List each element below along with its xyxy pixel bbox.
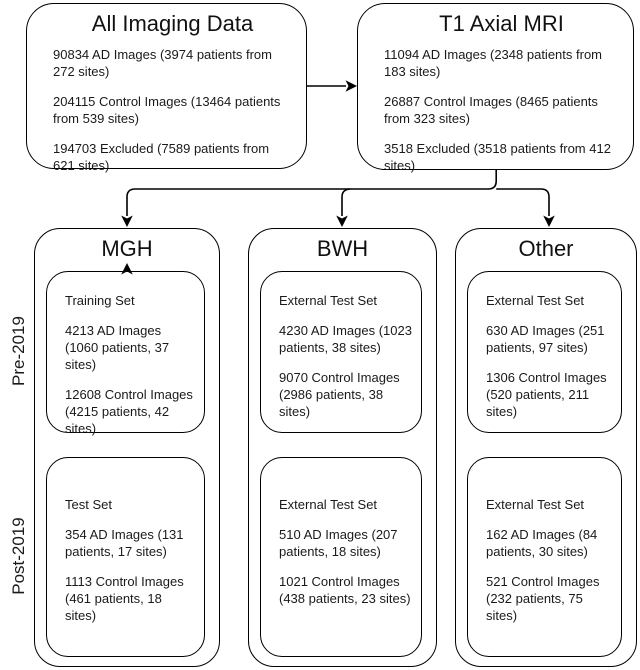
arrowhead-down-mgh-icon xyxy=(121,215,133,227)
arrowhead-down-other-icon xyxy=(543,215,555,227)
arrowhead-down-bwh-icon xyxy=(336,215,348,227)
arrow-t1-drop-to-mgh-line xyxy=(126,169,497,216)
stat-line: 1306 Control Images (520 patients, 211 s… xyxy=(486,370,607,419)
row-label-pre-2019: Pre-2019 xyxy=(9,316,28,386)
box-all-imaging-data: All Imaging Data 90834 AD Images (3974 p… xyxy=(26,3,307,173)
stat-line: 11094 AD Images (2348 patients from 183 … xyxy=(384,47,602,79)
set-label: External Test Set xyxy=(279,497,378,512)
stat-line: 4230 AD Images (1023 patients, 38 sites) xyxy=(279,323,412,355)
stat-line: 510 AD Images (207 patients, 18 sites) xyxy=(279,527,398,559)
column-bwh: BWH External Test Set 4230 AD Images (10… xyxy=(248,228,437,667)
stat-line: 162 AD Images (84 patients, 30 sites) xyxy=(486,527,598,559)
arrowhead-right-icon xyxy=(345,80,357,92)
box-other-external-test-set-pre: External Test Set 630 AD Images (251 pat… xyxy=(467,271,622,433)
stat-line: 1021 Control Images (438 patients, 23 si… xyxy=(279,574,411,606)
box-title-t1-axial-mri: T1 Axial MRI xyxy=(439,11,564,36)
stat-line: 9070 Control Images (2986 patients, 38 s… xyxy=(279,370,400,419)
column-other: Other External Test Set 630 AD Images (2… xyxy=(455,228,637,667)
stat-line: 4213 AD Images (1060 patients, 37 sites) xyxy=(65,323,170,372)
stat-line: 194703 Excluded (7589 patients from 621 … xyxy=(53,141,270,173)
stat-line: 12608 Control Images (4215 patients, 42 … xyxy=(65,387,193,436)
box-mgh-test-set: Test Set 354 AD Images (131 patients, 17… xyxy=(46,457,205,657)
arrow-t1-drop-to-other-line xyxy=(496,188,550,216)
stat-line: 90834 AD Images (3974 patients from 272 … xyxy=(53,47,272,79)
stat-line: 26887 Control Images (8465 patients from… xyxy=(384,94,598,126)
stat-line: 630 AD Images (251 patients, 97 sites) xyxy=(486,323,605,355)
box-title-all-imaging-data: All Imaging Data xyxy=(91,11,254,36)
box-bwh-external-test-set-pre: External Test Set 4230 AD Images (1023 p… xyxy=(260,271,422,433)
stat-line: 354 AD Images (131 patients, 17 sites) xyxy=(65,527,184,559)
box-bwh-external-test-set-post: External Test Set 510 AD Images (207 pat… xyxy=(260,457,422,657)
set-label: External Test Set xyxy=(486,293,585,308)
set-label: External Test Set xyxy=(279,293,378,308)
column-title-mgh: MGH xyxy=(101,236,153,261)
set-label: External Test Set xyxy=(486,497,585,512)
row-label-post-2019: Post-2019 xyxy=(9,517,28,595)
stat-line: 204115 Control Images (13464 patients fr… xyxy=(53,94,281,126)
box-mgh-training-set: Training Set 4213 AD Images (1060 patien… xyxy=(46,271,205,436)
arrow-t1-drop-to-bwh-line xyxy=(341,188,351,216)
stat-line: 1113 Control Images (461 patients, 18 si… xyxy=(65,574,184,623)
column-title-bwh: BWH xyxy=(316,236,369,261)
set-label: Test Set xyxy=(65,497,112,512)
column-title-other: Other xyxy=(518,236,574,261)
stat-line: 3518 Excluded (3518 patients from 412 si… xyxy=(384,141,611,173)
column-mgh: MGH Training Set 4213 AD Images (1060 pa… xyxy=(34,228,220,667)
box-other-external-test-set-post: External Test Set 162 AD Images (84 pati… xyxy=(467,457,622,657)
set-label: Training Set xyxy=(65,293,135,308)
box-t1-axial-mri: T1 Axial MRI 11094 AD Images (2348 patie… xyxy=(357,3,634,173)
stat-line: 521 Control Images (232 patients, 75 sit… xyxy=(486,574,600,623)
